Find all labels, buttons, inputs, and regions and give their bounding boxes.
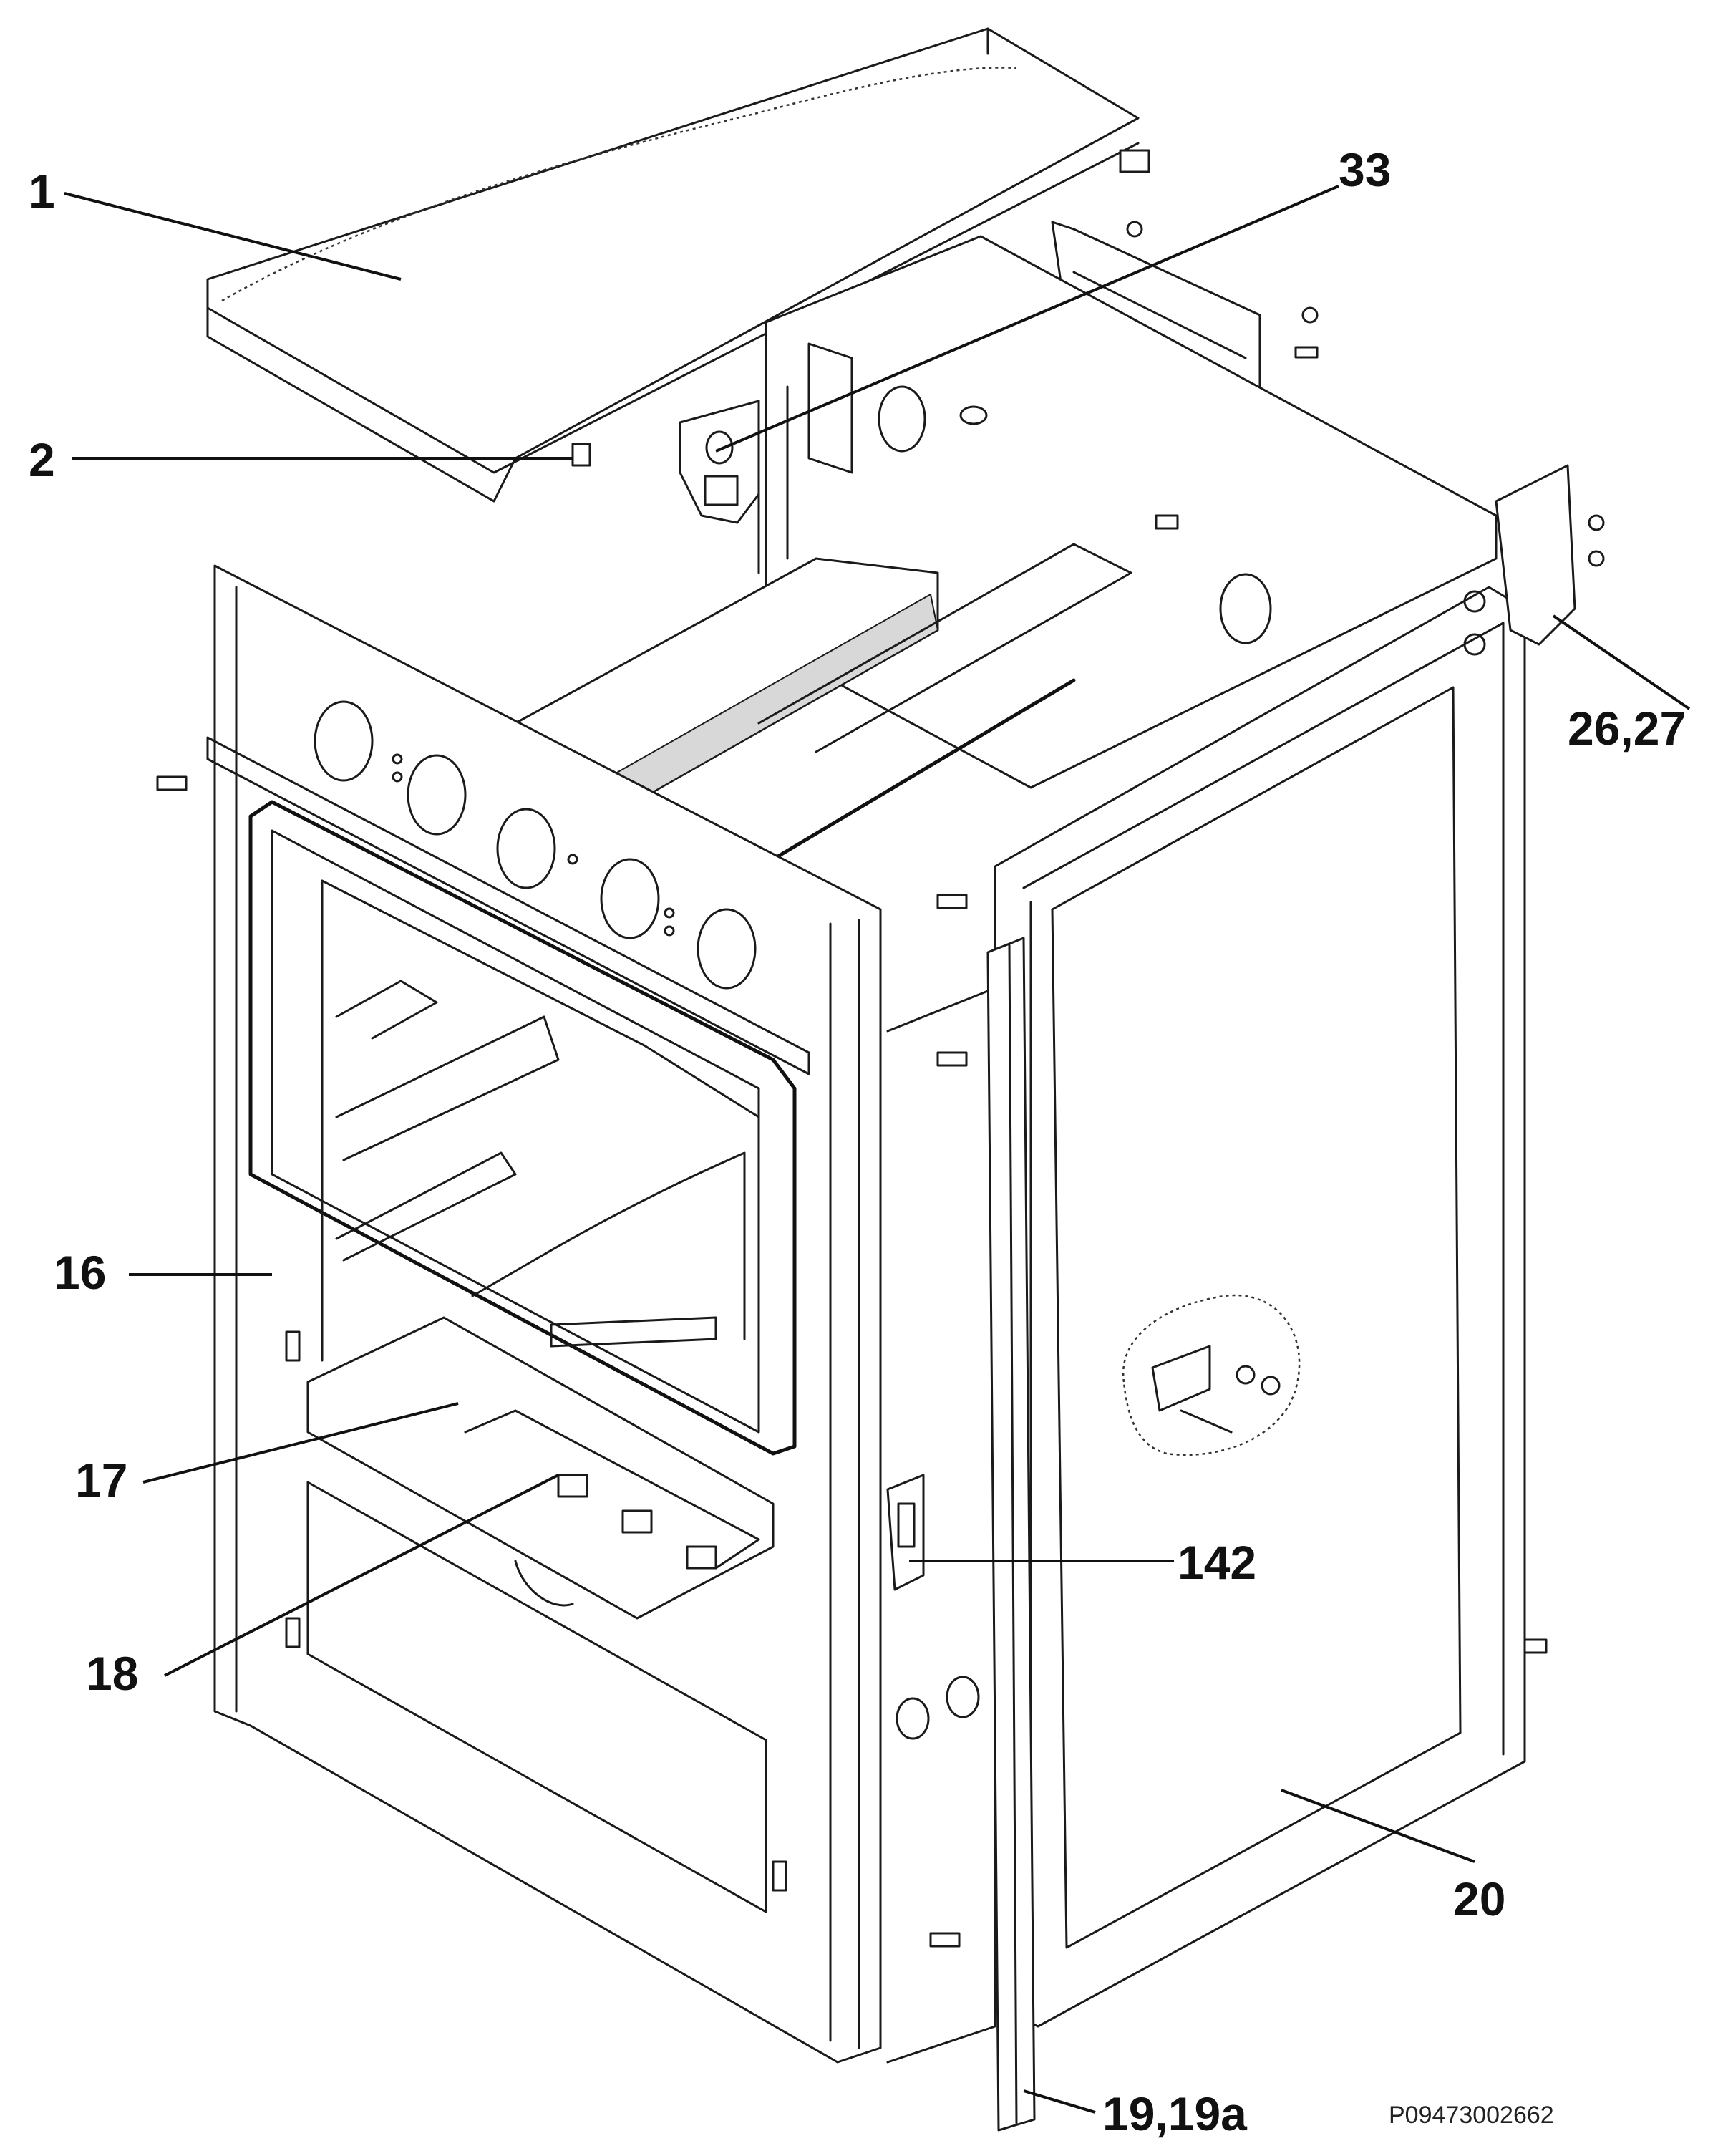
callout-19-19a: 19,19a — [1102, 2087, 1248, 2140]
callout-leaders — [64, 185, 1691, 2114]
callout-16: 16 — [54, 1246, 106, 1299]
back-panel — [765, 235, 1498, 789]
leader-20 — [1281, 1789, 1475, 1863]
side-screws — [156, 346, 1319, 791]
top-lid-part — [206, 27, 1150, 503]
leader-19-19a — [1023, 2089, 1096, 2114]
hinge-bracket-33 — [679, 385, 789, 574]
callout-20: 20 — [1453, 1872, 1505, 1925]
callout-18: 18 — [86, 1647, 138, 1700]
callout-labels: 1 2 33 26,27 16 17 18 142 20 19,19a P094… — [29, 143, 1686, 2140]
reference-code: P09473002662 — [1389, 2102, 1554, 2129]
callout-26-27: 26,27 — [1568, 702, 1686, 755]
callout-142: 142 — [1178, 1536, 1256, 1589]
callout-33: 33 — [1339, 143, 1391, 196]
right-side-panel — [994, 586, 1548, 2028]
leader-17 — [142, 1402, 459, 1484]
rear-right-bracket — [1463, 464, 1605, 656]
leader-26-27 — [1552, 614, 1691, 710]
callout-17: 17 — [75, 1454, 127, 1507]
callout-1: 1 — [29, 165, 55, 218]
callout-2: 2 — [29, 433, 55, 486]
side-strip — [986, 937, 1036, 2132]
leader-18 — [164, 1474, 559, 1677]
leader-33 — [715, 185, 1339, 453]
front-frame — [206, 564, 996, 2064]
leader-1 — [64, 192, 402, 281]
